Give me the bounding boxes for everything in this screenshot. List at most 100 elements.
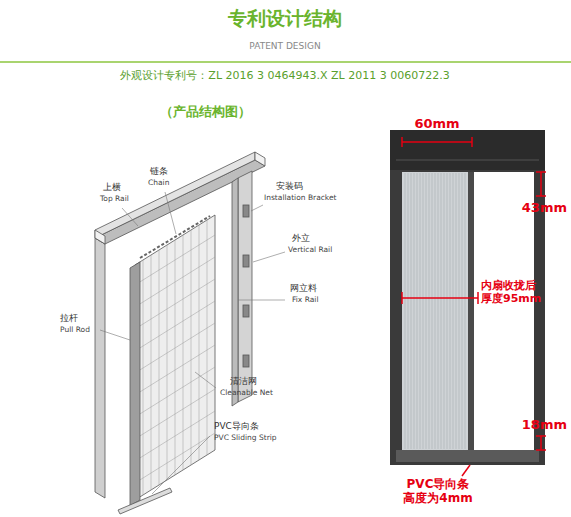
part-label: Vertical Rail (288, 246, 332, 255)
part-label: Top Rail (100, 195, 129, 204)
installation-bracket (243, 305, 249, 317)
pleat-line (444, 173, 445, 449)
leader-line (122, 208, 138, 226)
dimension-tick (536, 171, 546, 173)
left-post (95, 238, 105, 498)
net-line (135, 389, 215, 439)
pleat-line (426, 173, 427, 449)
net-line (183, 235, 184, 470)
header-rule (0, 61, 571, 63)
part-label: 清洁网 (230, 376, 257, 386)
net-line (199, 225, 200, 460)
pleat-line (405, 173, 406, 449)
dimension-tick (471, 137, 473, 147)
page-title: 专利设计结构 (228, 8, 342, 30)
pleat-line (438, 173, 439, 449)
net-line (159, 250, 160, 485)
dimension-label: 60mm (414, 117, 459, 132)
net-line (135, 257, 215, 307)
net-line (135, 411, 215, 461)
dimension-tick (477, 292, 479, 304)
pvc-strip (118, 488, 172, 514)
pleat-line (414, 173, 415, 449)
installation-bracket (243, 255, 249, 267)
leader-line (100, 330, 130, 340)
net-line (135, 279, 215, 329)
net-line (135, 345, 215, 395)
frame-drawing (95, 152, 265, 514)
pleat-line (453, 173, 454, 449)
net-line (207, 220, 208, 455)
pleat-line (429, 173, 430, 449)
installation-bracket (243, 355, 249, 367)
rail-end-cap (95, 230, 105, 244)
section-heading: （产品结构图） (160, 105, 251, 120)
leader-line (253, 252, 285, 262)
pull-rod (130, 262, 140, 506)
rail-end-cap (255, 152, 265, 166)
pleat-line (441, 173, 442, 449)
pleat-line (411, 173, 412, 449)
part-label: 安装码 (276, 181, 303, 191)
pleat-line (459, 173, 460, 449)
leader-line (195, 372, 216, 388)
net-line (135, 433, 215, 483)
part-label: 网立料 (290, 283, 317, 293)
net-line (175, 240, 176, 475)
chain (140, 216, 210, 258)
net-line (191, 230, 192, 465)
pleat-line (462, 173, 463, 449)
dimension-tick (401, 292, 403, 304)
part-label: 上横 (103, 182, 121, 192)
dimension-tick (536, 435, 546, 437)
part-label: Fix Rail (292, 296, 318, 305)
dimension-label: PVC导向条 高度为4mm (400, 478, 476, 506)
leader-line (152, 436, 210, 494)
part-label: 链条 (150, 166, 168, 176)
pointer-line (462, 465, 470, 476)
dimension-tick (401, 137, 403, 147)
net-grid (135, 220, 215, 495)
installation-bracket (243, 205, 249, 217)
dimension-line (402, 297, 478, 299)
leader-line (238, 300, 285, 301)
dimension-line (540, 172, 542, 196)
pleat-line (435, 173, 436, 449)
door-photo (390, 130, 545, 465)
inner-stile (468, 172, 474, 450)
pleat-line (465, 173, 466, 449)
part-label: PVC导向条 (214, 421, 259, 431)
pleat-line (417, 173, 418, 449)
pleated-net (402, 172, 468, 450)
dimension-line (402, 141, 472, 143)
door-frame (390, 130, 545, 465)
part-label: Chain (148, 179, 169, 188)
part-label: PVC Sliding Strip (214, 434, 277, 443)
pleat-line (420, 173, 421, 449)
net-line (135, 367, 215, 417)
dimension-tick (536, 195, 546, 197)
leader-lines (100, 192, 285, 494)
dimension-tick (536, 449, 546, 451)
part-label: 外立 (292, 233, 310, 243)
leader-line (165, 192, 176, 234)
header-box (390, 130, 545, 170)
dimension-line (540, 436, 542, 450)
pleat-line (408, 173, 409, 449)
net-line (135, 323, 215, 373)
part-label: Installation Bracket (264, 194, 337, 203)
part-label: Pull Rod (60, 326, 90, 335)
pleat-line (447, 173, 448, 449)
pleat-line (423, 173, 424, 449)
net-line (135, 235, 215, 285)
vertical-rail (238, 171, 252, 402)
header-groove (396, 160, 539, 161)
pleat-line (450, 173, 451, 449)
dimension-label: 43mm (522, 201, 567, 216)
top-rail-face (95, 152, 255, 238)
net-line (135, 301, 215, 351)
pleats (405, 173, 465, 449)
fix-rail (232, 178, 238, 406)
part-label: Cleanable Net (220, 389, 273, 398)
